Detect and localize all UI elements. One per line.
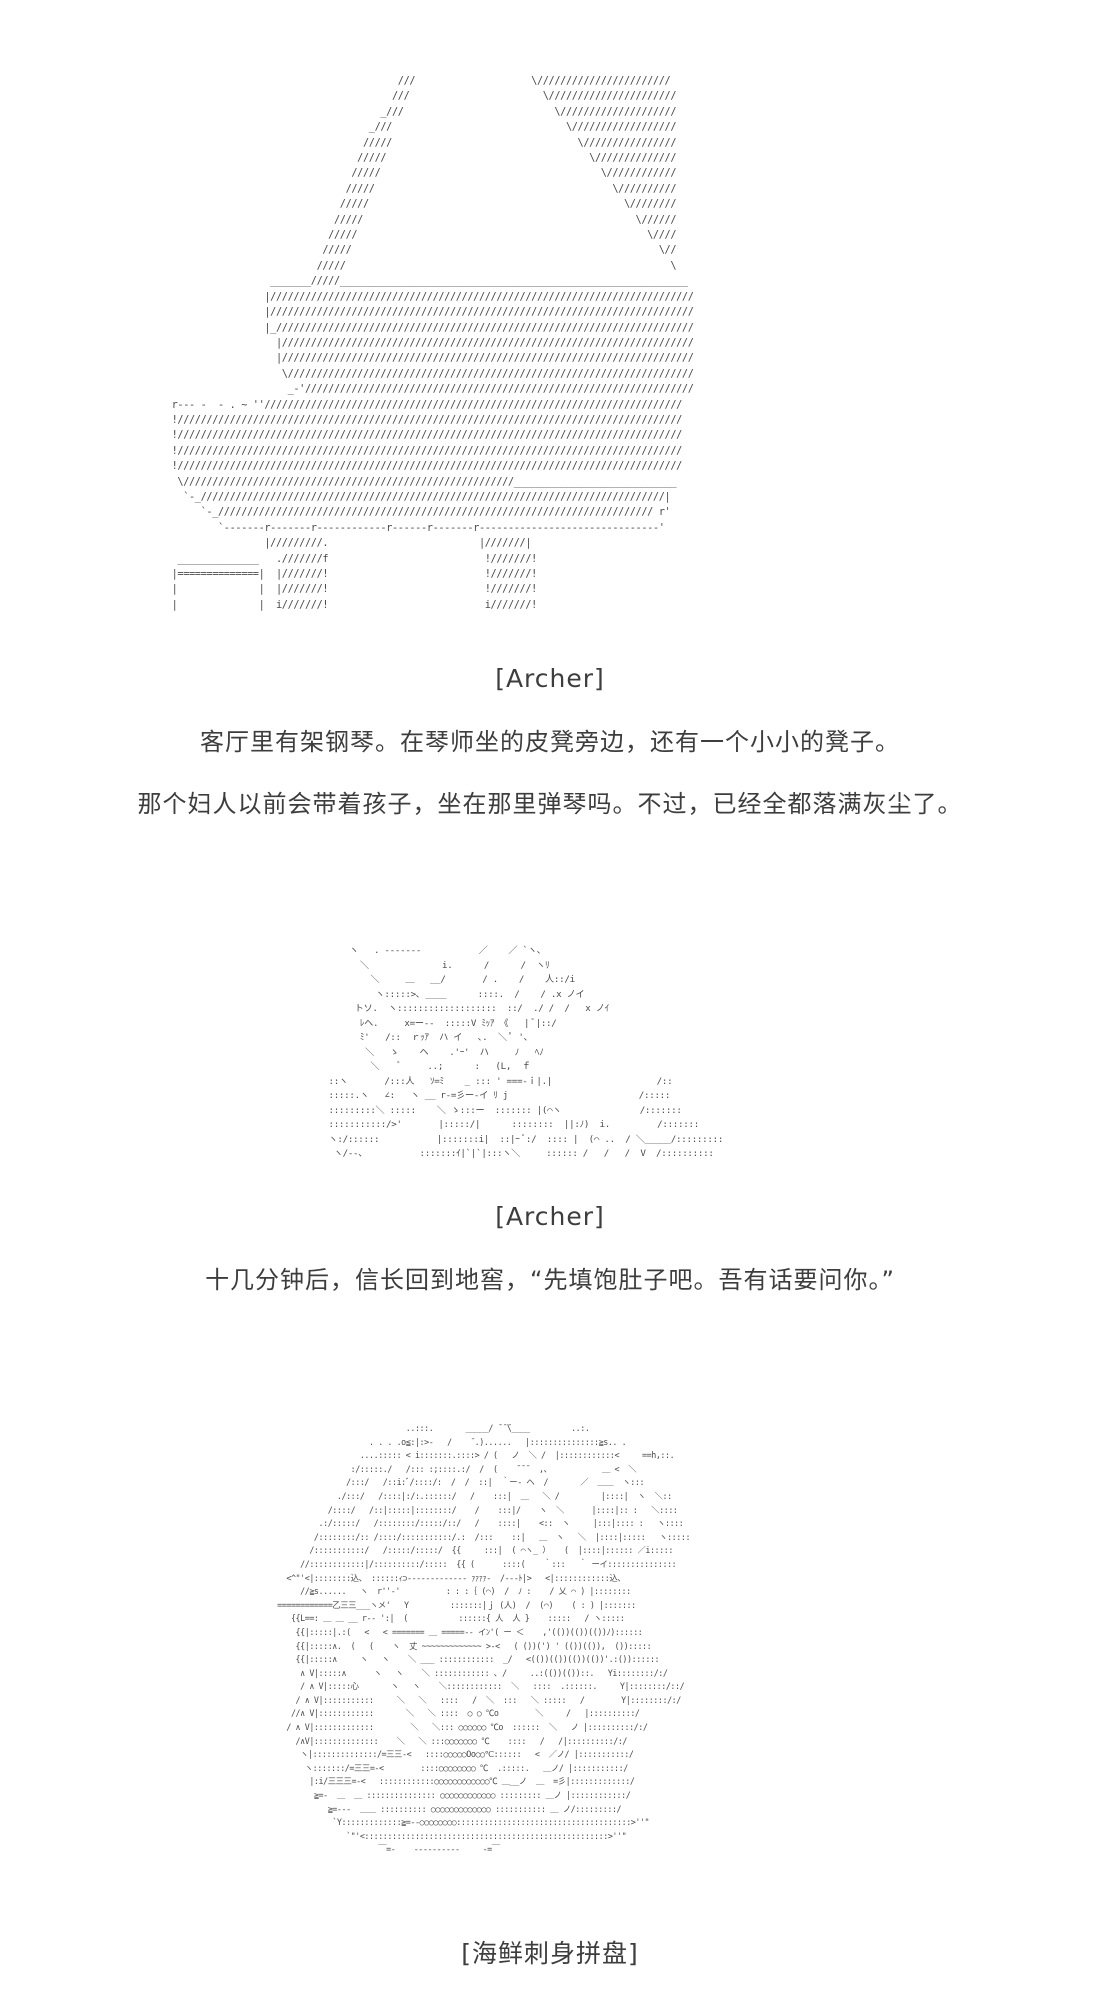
piano-ascii-art: /// \/////////////////////// /// \//////… — [171, 75, 694, 611]
seafood-platter-ascii-art: ..:::. _____/ ̄ ̄ ̄\____ ..:. . . . .o≦:… — [277, 1423, 691, 1855]
narration-line: 十几分钟后，信长回到地窖，“先填饱肚子吧。吾有话要问你。” — [205, 1266, 895, 1294]
speaker-label: [Archer] — [495, 1202, 605, 1231]
archer-character-ascii-art: ヽ . -‐‐‐‐‐- ／ ／ `ヽ、 ＼ i. / / ヽﾘ ＼ ＿ __/ … — [328, 945, 724, 1159]
narration-line: 客厅里有架钢琴。在琴师坐的皮凳旁边，还有一个小小的凳子。 — [200, 728, 900, 756]
platter-caption: [海鲜刺身拼盘] — [461, 1939, 639, 1968]
speaker-label: [Archer] — [495, 664, 605, 693]
narration-line: 那个妇人以前会带着孩子，坐在那里弹琴吗。不过，已经全都落满灰尘了。 — [137, 790, 963, 818]
